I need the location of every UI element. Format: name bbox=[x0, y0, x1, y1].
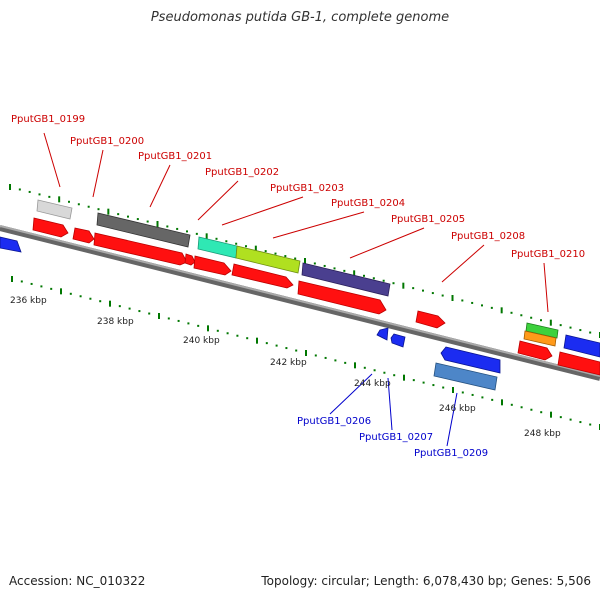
axis-label: 244 kbp bbox=[354, 379, 391, 389]
label-leader-line bbox=[387, 377, 393, 431]
gene-label-pputgb1_0200[interactable]: PputGB1_0200 bbox=[70, 136, 144, 147]
feature-blocks bbox=[0, 199, 600, 391]
axis-label: 248 kbp bbox=[524, 429, 561, 439]
feature-0199-block[interactable] bbox=[36, 199, 73, 220]
genome-backbone bbox=[0, 225, 600, 381]
axis-label: 242 kbp bbox=[270, 358, 307, 368]
gene-label-pputgb1_0205[interactable]: PputGB1_0205 bbox=[391, 214, 465, 225]
feature-0202-cds[interactable] bbox=[193, 255, 232, 276]
genome-summary-text: Topology: circular; Length: 6,078,430 bp… bbox=[261, 574, 591, 588]
label-leader-line bbox=[446, 392, 458, 447]
tick-marks bbox=[9, 184, 600, 430]
label-leader-line bbox=[43, 132, 61, 188]
label-leader-line bbox=[349, 227, 425, 259]
genome-backbone-highlight bbox=[0, 225, 600, 377]
gene-label-pputgb1_0202[interactable]: PputGB1_0202 bbox=[205, 167, 279, 178]
axis-label: 236 kbp bbox=[10, 296, 47, 306]
feature-0201-block[interactable] bbox=[96, 212, 191, 248]
axis-label: 240 kbp bbox=[183, 336, 220, 346]
feature-0209a-cds[interactable] bbox=[440, 346, 501, 374]
axis-label: 238 kbp bbox=[97, 317, 134, 327]
feature-0210-cds[interactable] bbox=[517, 340, 553, 361]
gene-label-pputgb1_0203[interactable]: PputGB1_0203 bbox=[270, 183, 344, 194]
label-leader-line bbox=[197, 180, 239, 221]
feature-partial-left[interactable] bbox=[0, 236, 22, 253]
feature-partial-right-red[interactable] bbox=[557, 351, 600, 376]
feature-0204-cds[interactable] bbox=[297, 280, 387, 315]
gene-label-pputgb1_0201[interactable]: PputGB1_0201 bbox=[138, 151, 212, 162]
backbone-group bbox=[0, 225, 600, 381]
feature-0203-cds[interactable] bbox=[231, 263, 294, 289]
label-leader-line bbox=[149, 164, 171, 208]
feature-partial-right-blue[interactable] bbox=[563, 334, 600, 358]
feature-0210-orange[interactable] bbox=[523, 330, 557, 347]
label-leader-line bbox=[221, 196, 304, 226]
label-leader-line bbox=[441, 244, 485, 283]
feature-0201b-cds[interactable] bbox=[184, 253, 196, 266]
feature-0200-cds[interactable] bbox=[72, 227, 95, 244]
feature-0203-block[interactable] bbox=[235, 245, 301, 274]
label-leader-line bbox=[92, 149, 104, 198]
gene-label-pputgb1_0208[interactable]: PputGB1_0208 bbox=[451, 231, 525, 242]
map-title: Pseudomonas putida GB-1, complete genome bbox=[150, 10, 450, 25]
gene-labels: PputGB1_0199PputGB1_0200PputGB1_0201Pput… bbox=[11, 114, 585, 459]
label-leader-line bbox=[272, 211, 365, 239]
gene-label-pputgb1_0206[interactable]: PputGB1_0206 bbox=[297, 416, 371, 427]
feature-0210-green[interactable] bbox=[525, 322, 559, 339]
accession-text: Accession: NC_010322 bbox=[9, 574, 146, 588]
label-leader-line bbox=[329, 373, 373, 415]
feature-0201-cds[interactable] bbox=[93, 232, 188, 266]
gene-label-pputgb1_0199[interactable]: PputGB1_0199 bbox=[11, 114, 85, 125]
feature-0202-block[interactable] bbox=[197, 236, 238, 259]
feature-0199-cds[interactable] bbox=[32, 217, 69, 238]
feature-0207-cds[interactable] bbox=[390, 333, 406, 348]
axis-labels: 236 kbp 238 kbp 240 kbp 242 kbp 244 kbp 246 k… bbox=[10, 296, 561, 439]
axis-label: 246 kbp bbox=[439, 404, 476, 414]
gene-label-pputgb1_0210[interactable]: PputGB1_0210 bbox=[511, 249, 585, 260]
feature-0206-cds[interactable] bbox=[376, 327, 389, 341]
gene-label-pputgb1_0209[interactable]: PputGB1_0209 bbox=[414, 448, 488, 459]
feature-0204-block[interactable] bbox=[301, 262, 391, 297]
feature-0208-cds[interactable] bbox=[415, 310, 446, 329]
gene-label-pputgb1_0207[interactable]: PputGB1_0207 bbox=[359, 432, 433, 443]
gene-label-pputgb1_0204[interactable]: PputGB1_0204 bbox=[331, 198, 405, 209]
label-leader-line bbox=[543, 262, 549, 313]
feature-0209b-block[interactable] bbox=[433, 362, 498, 391]
